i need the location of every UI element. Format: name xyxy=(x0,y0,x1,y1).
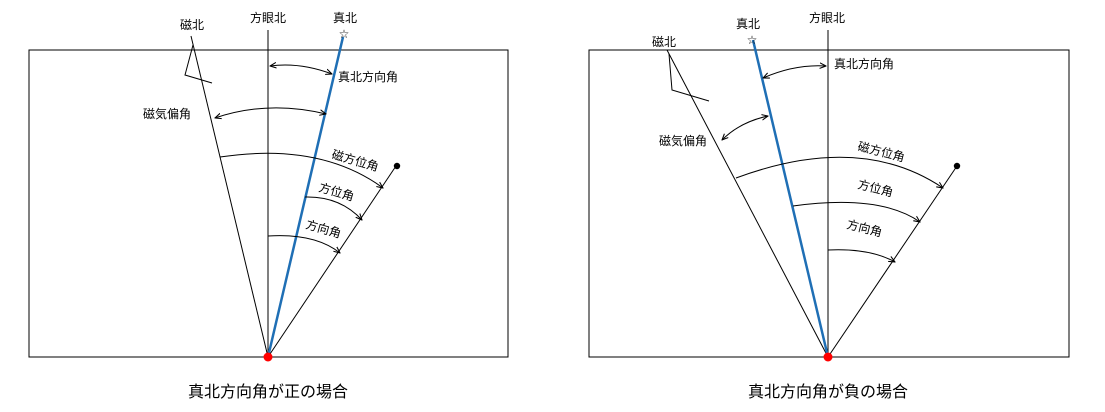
right-grid-bearing-arc xyxy=(827,249,895,262)
left-target-dot-icon xyxy=(393,162,401,170)
right-magnetic-north-label: 磁北 xyxy=(652,34,676,49)
right-convergence-arc xyxy=(763,66,826,78)
right-target-dot-icon xyxy=(953,162,961,170)
left-true-bearing-arc xyxy=(304,196,362,220)
right-declination-arc xyxy=(722,116,768,140)
right-magnetic-bearing-label: 磁方位角 xyxy=(856,138,906,164)
left-origin-dot-icon xyxy=(263,352,273,362)
right-frame xyxy=(588,49,1070,358)
right-target-line xyxy=(827,165,958,358)
left-magnetic-flag-icon xyxy=(184,44,213,84)
right-caption: 真北方向角が負の場合 xyxy=(748,382,908,401)
right-grid-north-label: 方眼北 xyxy=(809,10,845,25)
right-convergence-label: 真北方向角 xyxy=(834,56,894,71)
left-true-north-label: 真北 xyxy=(333,11,357,25)
right-true-north-label: 真北 xyxy=(736,17,760,31)
left-magnetic-bearing-arc xyxy=(219,152,383,188)
right-magnetic-flag-icon xyxy=(668,53,710,102)
left-grid-bearing-label: 方向角 xyxy=(304,216,343,240)
left-caption: 真北方向角が正の場合 xyxy=(188,382,348,401)
left-grid-bearing-arc xyxy=(267,235,340,253)
right-declination-label: 磁気偏角 xyxy=(659,133,707,148)
right-star-icon: ☆ xyxy=(747,33,758,47)
left-magnetic-north-label: 磁北 xyxy=(180,17,204,32)
right-magnetic-bearing-arc xyxy=(735,156,943,188)
left-panel: ☆ 磁北 方眼北 真北 真北方向角 磁気偏角 磁方位角 方位角 方向角 真北方向… xyxy=(28,10,509,401)
right-magnetic-north-line xyxy=(666,49,829,358)
left-target-line xyxy=(267,165,397,358)
left-declination-arc xyxy=(215,107,326,118)
left-grid-north-label: 方眼北 xyxy=(250,10,286,25)
right-grid-bearing-label: 方向角 xyxy=(845,216,884,239)
left-magnetic-bearing-label: 磁方位角 xyxy=(330,146,380,174)
left-convergence-label: 真北方向角 xyxy=(338,69,398,84)
left-convergence-arc xyxy=(270,65,332,74)
left-declination-label: 磁気偏角 xyxy=(143,106,191,121)
left-star-icon: ☆ xyxy=(339,27,350,41)
left-true-bearing-label: 方位角 xyxy=(317,179,356,203)
left-magnetic-north-line xyxy=(190,35,269,358)
right-true-north-line xyxy=(751,39,830,358)
right-origin-dot-icon xyxy=(823,352,833,362)
right-true-bearing-label: 方位角 xyxy=(856,176,895,199)
right-true-bearing-arc xyxy=(792,201,920,222)
right-panel: ☆ 磁北 真北 方眼北 真北方向角 磁気偏角 磁方位角 方位角 方向角 真北方向… xyxy=(588,10,1070,401)
